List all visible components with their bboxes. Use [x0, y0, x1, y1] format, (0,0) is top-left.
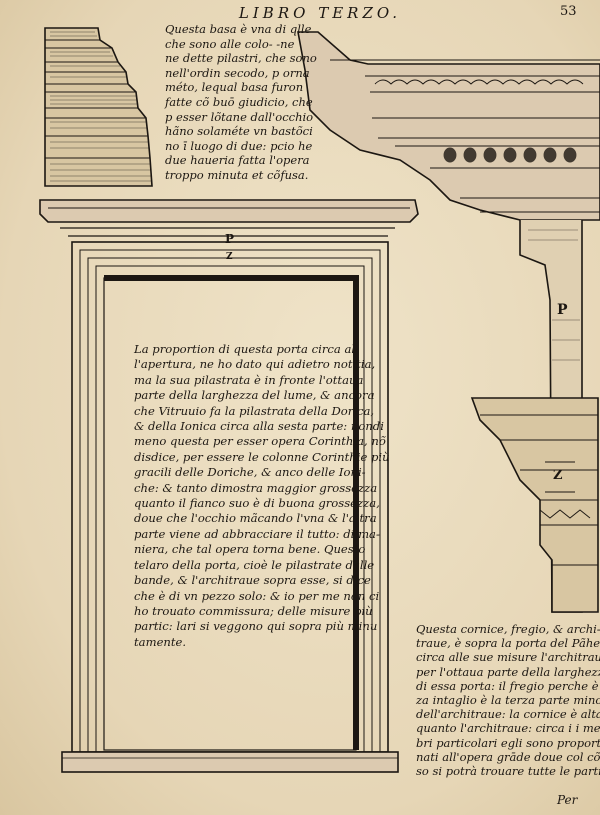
base-caption-line: nell'ordin secodo, p orna: [165, 65, 310, 80]
doorway-text-line: niera, che tal opera torna bene. Questo: [134, 542, 366, 557]
doorway-text-line: tamente.: [134, 634, 187, 649]
doorway-text: La proportion di questa porta circa al-l…: [134, 342, 390, 650]
cornice-caption-line: circa alle sue misure l'architraue è: [416, 650, 600, 665]
doorway-text-line: & della Ionica circa alla sesta parte: n…: [134, 419, 384, 434]
cornice-caption-line: Questa cornice, fregio, & archi-: [416, 622, 600, 636]
profile-label-p: P: [557, 302, 568, 318]
cornice-caption-line: per l'ottaua parte della larghezza: [416, 664, 600, 679]
doorway-text-line: meno questa per esser opera Corinthia, n…: [134, 434, 386, 449]
profile-marker: [545, 461, 575, 493]
profile-label-z: Z: [553, 468, 563, 483]
base-caption-line: fatte cõ buō giudicio, che: [165, 94, 313, 109]
running-head: LIBRO TERZO.: [238, 4, 402, 22]
page-number: 53: [560, 4, 577, 19]
doorway-text-line: gracili delle Doriche, & anco delle Ioni…: [134, 465, 366, 480]
cornice-caption-line: za intaglio è la terza parte minore: [416, 693, 600, 708]
doorway-text-line: parte viene ad abbracciare il tutto: di …: [134, 526, 380, 541]
cornice-caption-line: dell'architraue: la cornice è alta: [416, 707, 600, 722]
base-caption-line: che sono alle colo- -ne: [165, 36, 295, 51]
doorway-text-line: che: & tanto dimostra maggior grossezza: [134, 480, 378, 495]
doorway-text-line: l'apertura, ne ho dato qui adietro notit…: [134, 357, 376, 372]
base-caption-line: ne dette pilastri, che sono: [165, 51, 317, 66]
doorway-text-line: ho trouato commissura; delle misure più: [134, 603, 373, 618]
door-label-z: Z: [226, 252, 233, 262]
doorway-text-line: telaro della porta, cioè le pilastrate d…: [134, 557, 375, 572]
cornice-caption: Questa cornice, fregio, & archi-traue, è…: [416, 622, 600, 778]
doorway-text-line: partic: lari si veggono qui sopra più mi…: [134, 619, 378, 634]
cornice-caption-line: traue, è sopra la porta del Pãheõ.: [416, 636, 600, 651]
doorway-text-line: che Vitruuio fa la pilastrata della Dori…: [134, 403, 375, 418]
cornice-caption-line: quanto l'architraue: circa i i mem: [416, 721, 600, 736]
doorway-text-line: La proportion di questa porta circa al-: [134, 342, 360, 356]
doorway-text-line: bande, & l'architraue sopra esse, si dic…: [134, 573, 371, 588]
door-label-p: P: [225, 232, 235, 246]
base-profile-figure: [44, 27, 153, 187]
base-caption-line: p esser lõtane dall'occhio: [165, 109, 314, 124]
doorway-text-line: doue che l'occhio mãcando l'vna & l'altr…: [134, 511, 377, 526]
cornice-caption-line: bri particolari egli sono proportio: [416, 735, 600, 750]
base-caption-line: due haueria fatta l'opera: [165, 153, 310, 168]
doorway-text-line: disdice, per essere le colonne Corinthie…: [134, 449, 390, 464]
base-caption-line: hãno solaméte vn bastõci: [165, 124, 313, 139]
cornice-caption-line: di essa porta: il fregio perche è sen-: [416, 678, 600, 693]
cornice-entablature-figure: [297, 31, 600, 613]
cornice-caption-line: nati all'opera grāde doue col cõpas: [416, 749, 600, 764]
base-caption-line: Questa basa è vna di qlle: [165, 22, 312, 36]
base-caption-line: no ī luogo di due: pcio he: [165, 138, 313, 153]
base-caption-line: troppo minuta et cõfusa.: [165, 167, 309, 182]
doorway-text-line: parte della larghezza del lume, & ancora: [134, 388, 375, 403]
doorway-text-line: quanto il fianco suo è di buona grossezz…: [134, 496, 380, 511]
doorway-figure: [39, 199, 419, 773]
doorway-text-line: che è di vn pezzo solo: & io per me non …: [134, 588, 380, 603]
base-caption-line: méto, lequal basa furon: [165, 80, 304, 95]
catchword: Per: [557, 793, 578, 807]
doorway-text-line: ma la sua pilastrata è in fronte l'ottau…: [134, 372, 364, 387]
cornice-caption-line: so si potrà trouare tutte le parti.: [416, 764, 600, 779]
